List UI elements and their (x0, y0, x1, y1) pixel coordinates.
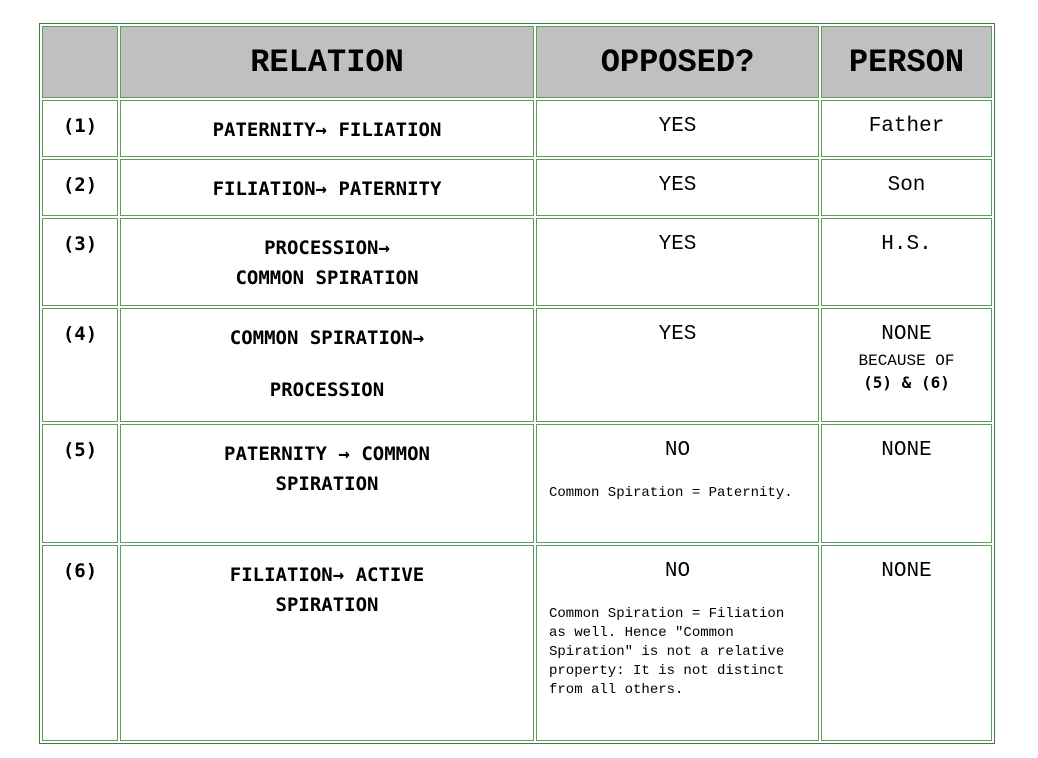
relation-cell: FILIATION→ ACTIVE SPIRATION (120, 545, 534, 741)
relations-table-wrapper: RELATION OPPOSED? PERSON (1) PATERNITY→ … (39, 23, 995, 744)
relation-text: PATERNITY→ FILIATION (212, 119, 442, 141)
table-row: (1) PATERNITY→ FILIATION YES Father (42, 100, 992, 157)
person-cell: NONE BECAUSE OF (5) & (6) (821, 308, 992, 422)
row-number: (3) (42, 218, 118, 306)
opposed-value: NO (664, 439, 691, 462)
row-number: (5) (42, 424, 118, 543)
relation-cell: COMMON SPIRATION→ PROCESSION (120, 308, 534, 422)
relation-text-line1: FILIATION→ ACTIVE (229, 564, 425, 586)
opposed-cell: NO Common Spiration = Filiation as well.… (536, 545, 819, 741)
row-number: (1) (42, 100, 118, 157)
person-cell: NONE (821, 424, 992, 543)
header-opposed: OPPOSED? (536, 26, 819, 98)
row-number: (4) (42, 308, 118, 422)
header-num (42, 26, 118, 98)
person-value: NONE (881, 323, 932, 346)
relation-text-line2: SPIRATION (275, 594, 379, 616)
opposed-cell: NO Common Spiration = Paternity. (536, 424, 819, 543)
opposed-cell: YES (536, 218, 819, 306)
relations-table: RELATION OPPOSED? PERSON (1) PATERNITY→ … (39, 23, 995, 744)
opposed-value: NO (664, 560, 691, 583)
person-cell: H.S. (821, 218, 992, 306)
opposed-note: Common Spiration = Filiation as well. He… (549, 606, 785, 698)
table-row: (2) FILIATION→ PATERNITY YES Son (42, 159, 992, 216)
header-row: RELATION OPPOSED? PERSON (42, 26, 992, 98)
opposed-cell: YES (536, 308, 819, 422)
table-row: (6) FILIATION→ ACTIVE SPIRATION NO Commo… (42, 545, 992, 741)
row-number: (2) (42, 159, 118, 216)
relation-text-line1: PROCESSION→ (264, 237, 390, 259)
relation-text-line2: COMMON SPIRATION (235, 267, 419, 289)
table-row: (4) COMMON SPIRATION→ PROCESSION YES NON… (42, 308, 992, 422)
relation-cell: FILIATION→ PATERNITY (120, 159, 534, 216)
relation-text-line1: PATERNITY → COMMON (224, 443, 430, 465)
relation-text: FILIATION→ PATERNITY (212, 178, 442, 200)
relation-cell: PATERNITY→ FILIATION (120, 100, 534, 157)
person-cell: Father (821, 100, 992, 157)
opposed-cell: YES (536, 100, 819, 157)
table-row: (5) PATERNITY → COMMON SPIRATION NO Comm… (42, 424, 992, 543)
header-person: PERSON (821, 26, 992, 98)
person-note-line1: BECAUSE OF (858, 352, 955, 370)
row-number: (6) (42, 545, 118, 741)
person-note-line2: (5) & (6) (863, 373, 950, 392)
header-relation: RELATION (120, 26, 534, 98)
relation-text-line2: PROCESSION (269, 379, 385, 401)
relation-cell: PATERNITY → COMMON SPIRATION (120, 424, 534, 543)
opposed-note: Common Spiration = Paternity. (549, 485, 793, 501)
line-gap (121, 353, 533, 375)
opposed-cell: YES (536, 159, 819, 216)
table-row: (3) PROCESSION→ COMMON SPIRATION YES H.S… (42, 218, 992, 306)
relation-cell: PROCESSION→ COMMON SPIRATION (120, 218, 534, 306)
person-cell: Son (821, 159, 992, 216)
relation-text-line2: SPIRATION (275, 473, 379, 495)
relation-text-line1: COMMON SPIRATION→ (229, 327, 425, 349)
person-cell: NONE (821, 545, 992, 741)
